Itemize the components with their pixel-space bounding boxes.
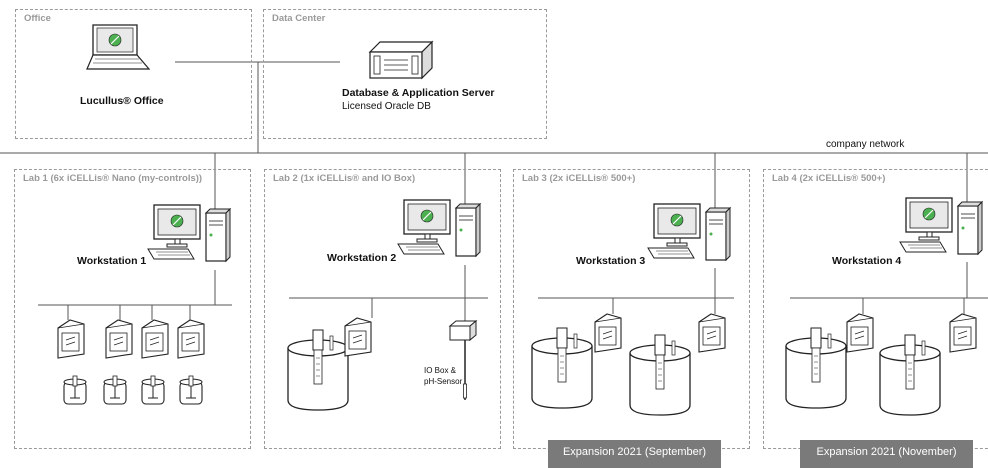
zone-lab2: Lab 2 (1x iCELLis® and IO Box) xyxy=(264,169,501,449)
zone-office: Office xyxy=(15,9,252,139)
expansion-november-banner: Expansion 2021 (November) xyxy=(800,440,973,468)
zone-lab1-label: Lab 1 (6x iCELLis® Nano (my-controls)) xyxy=(23,173,203,184)
office-pc-label: Lucullus® Office xyxy=(80,95,164,107)
zone-lab3: Lab 3 (2x iCELLis® 500+) xyxy=(513,169,750,449)
workstation-4-label: Workstation 4 xyxy=(832,255,902,267)
zone-lab2-label: Lab 2 (1x iCELLis® and IO Box) xyxy=(273,173,416,184)
zone-lab4-label: Lab 4 (2x iCELLis® 500+) xyxy=(772,173,886,184)
io-box-label-line1: IO Box & xyxy=(424,366,457,375)
zone-office-label: Office xyxy=(24,13,51,24)
zone-lab1: Lab 1 (6x iCELLis® Nano (my-controls)) xyxy=(14,169,251,449)
workstation-3-label: Workstation 3 xyxy=(576,255,646,267)
zone-datacenter-label: Data Center xyxy=(272,13,326,24)
server-title: Database & Application Server xyxy=(342,87,495,99)
io-box-icon xyxy=(448,319,478,400)
zone-lab3-label: Lab 3 (2x iCELLis® 500+) xyxy=(522,173,636,184)
network-lines xyxy=(0,61,988,322)
zone-lab4: Lab 4 (2x iCELLis® 500+) xyxy=(763,169,988,449)
server-subtitle: Licensed Oracle DB xyxy=(342,101,431,112)
workstation-2-label: Workstation 2 xyxy=(327,252,397,264)
io-box-label-line2: pH-Sensor xyxy=(424,377,463,386)
company-network-label: company network xyxy=(826,139,905,150)
zone-datacenter: Data Center xyxy=(263,9,547,139)
expansion-september-banner: Expansion 2021 (September) xyxy=(548,440,721,468)
workstation-1-label: Workstation 1 xyxy=(77,255,147,267)
